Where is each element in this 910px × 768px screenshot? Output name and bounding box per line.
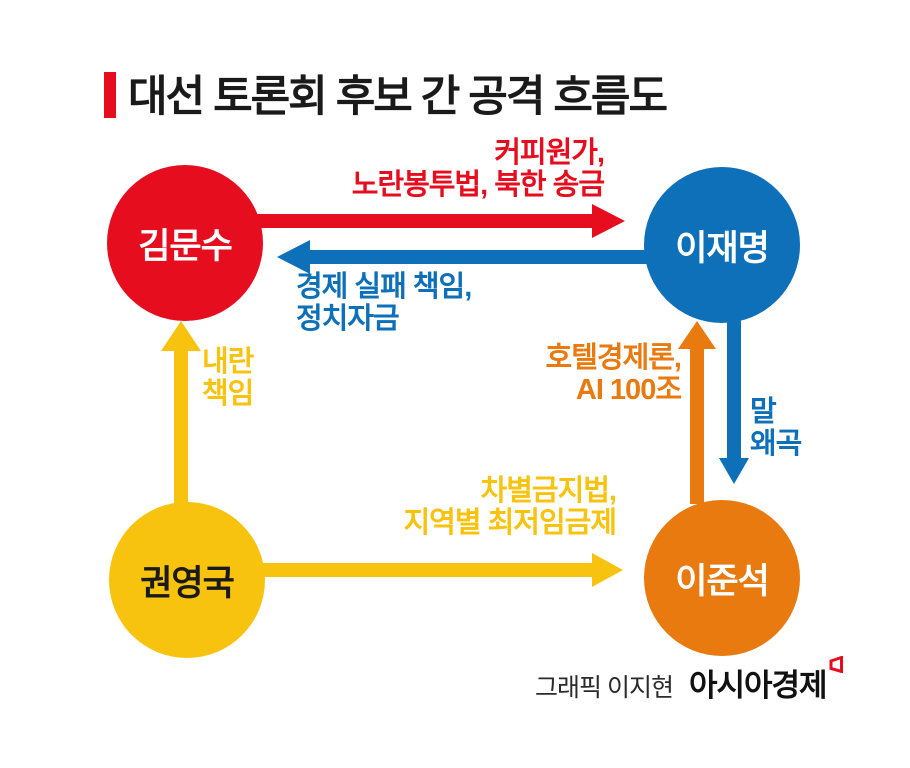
candidate-circle-lee-jun-seok: 이준석 — [644, 500, 800, 656]
attack-label-line: 왜곡 — [750, 427, 802, 460]
attack-label-line: 내란 — [202, 346, 254, 378]
asiae-logo-mark-icon — [829, 656, 843, 673]
arrow-shaft-kim-to-ljm — [232, 214, 594, 228]
attack-label-line: 책임 — [202, 377, 254, 410]
attack-label-line: AI 100조 — [575, 373, 682, 406]
arrow-head-ljs-to-ljm — [678, 321, 716, 349]
graphic-credit: 그래픽 이지현 — [535, 674, 674, 702]
candidate-circle-kim-moon-soo: 김문수 — [107, 165, 263, 321]
arrow-shaft-kwon-to-kim — [174, 348, 188, 506]
arrow-head-kim-to-ljm — [592, 204, 625, 238]
arrow-head-ljm-to-kim — [277, 240, 310, 274]
attack-label-kwon-to-ljs: 차별금지법, 지역별 최저임금제 — [403, 475, 617, 540]
arrow-head-kwon-to-ljs — [592, 553, 623, 587]
attack-label-line: 호텔경제론, — [545, 342, 682, 374]
attack-label-line: 지역별 최저임금제 — [403, 506, 617, 539]
attack-label-ljs-to-ljm: 호텔경제론, AI 100조 — [545, 342, 682, 407]
candidate-circle-lee-jae-myung: 이재명 — [644, 167, 800, 323]
title-accent-bar — [104, 72, 116, 118]
candidate-name: 권영국 — [140, 563, 235, 603]
attack-label-kwon-to-kim: 내란 책임 — [202, 346, 254, 411]
attack-label-line: 경제 실패 책임, — [296, 271, 472, 303]
page-title: 대선 토론회 후보 간 공격 흐름도 — [128, 73, 668, 121]
brand-logo: 아시아경제 — [688, 656, 844, 705]
candidate-circle-kwon-young-gug: 권영국 — [109, 502, 265, 658]
arrow-head-kwon-to-kim — [161, 321, 201, 351]
attack-label-line: 말 — [750, 396, 777, 428]
attack-label-line: 차별금지법, — [480, 475, 617, 507]
attack-label-line: 노란봉투법, 북한 송금 — [351, 168, 605, 201]
arrow-shaft-ljm-to-kim — [308, 250, 704, 264]
brand-name: 아시아경제 — [688, 668, 828, 703]
attack-label-kim-to-ljm: 커피원가, 노란봉투법, 북한 송금 — [351, 137, 605, 202]
footer: 그래픽 이지현 아시아경제 — [535, 656, 844, 705]
arrow-head-ljm-to-ljs — [719, 458, 749, 484]
arrow-shaft-kwon-to-ljs — [258, 563, 594, 577]
attack-label-line: 커피원가, — [494, 137, 605, 169]
attack-label-line: 정치자금 — [296, 302, 400, 335]
candidate-name: 김문수 — [138, 226, 233, 266]
candidate-name: 이재명 — [675, 228, 770, 268]
attack-label-ljm-to-kim: 경제 실패 책임, 정치자금 — [296, 271, 472, 336]
arrow-shaft-ljm-to-ljs — [727, 312, 741, 460]
attack-label-ljm-to-ljs: 말 왜곡 — [750, 396, 802, 461]
arrow-shaft-ljs-to-ljm — [690, 346, 704, 504]
candidate-name: 이준석 — [675, 561, 770, 601]
